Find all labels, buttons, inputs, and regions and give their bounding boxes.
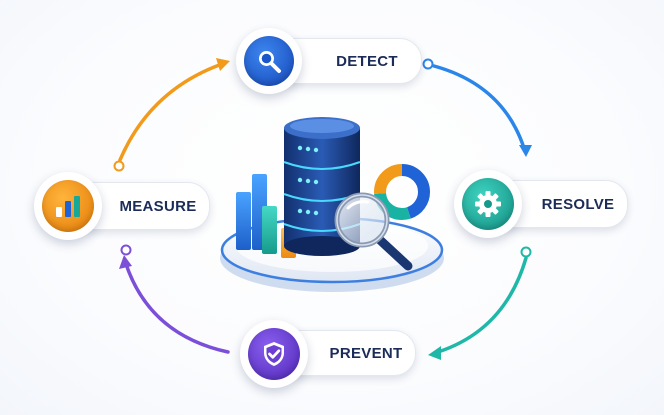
- donut-chart-illustration: [374, 164, 430, 220]
- arrow-detect-to-resolve: [422, 58, 532, 157]
- database-server-icon: [220, 117, 444, 292]
- magnifier-illustration: [334, 192, 413, 271]
- detect-label: DETECT: [336, 52, 398, 70]
- arrow-resolve-to-prevent: [428, 246, 532, 360]
- arrow-measure-to-detect: [113, 58, 230, 172]
- prevent-label: PREVENT: [329, 344, 403, 362]
- shield-check-icon: [264, 342, 284, 366]
- detect-node: [236, 28, 302, 94]
- prevent-node: [240, 320, 308, 388]
- magnifier-icon: [259, 51, 281, 73]
- resolve-label: RESOLVE: [541, 195, 615, 213]
- arrow-prevent-to-measure: [119, 244, 230, 354]
- measure-label: MEASURE: [119, 197, 197, 215]
- gear-icon: [475, 191, 501, 217]
- server-stack-illustration: [283, 117, 361, 256]
- bar-chart-icon: [56, 196, 80, 217]
- measure-node: [34, 172, 102, 240]
- resolve-node: [454, 170, 522, 238]
